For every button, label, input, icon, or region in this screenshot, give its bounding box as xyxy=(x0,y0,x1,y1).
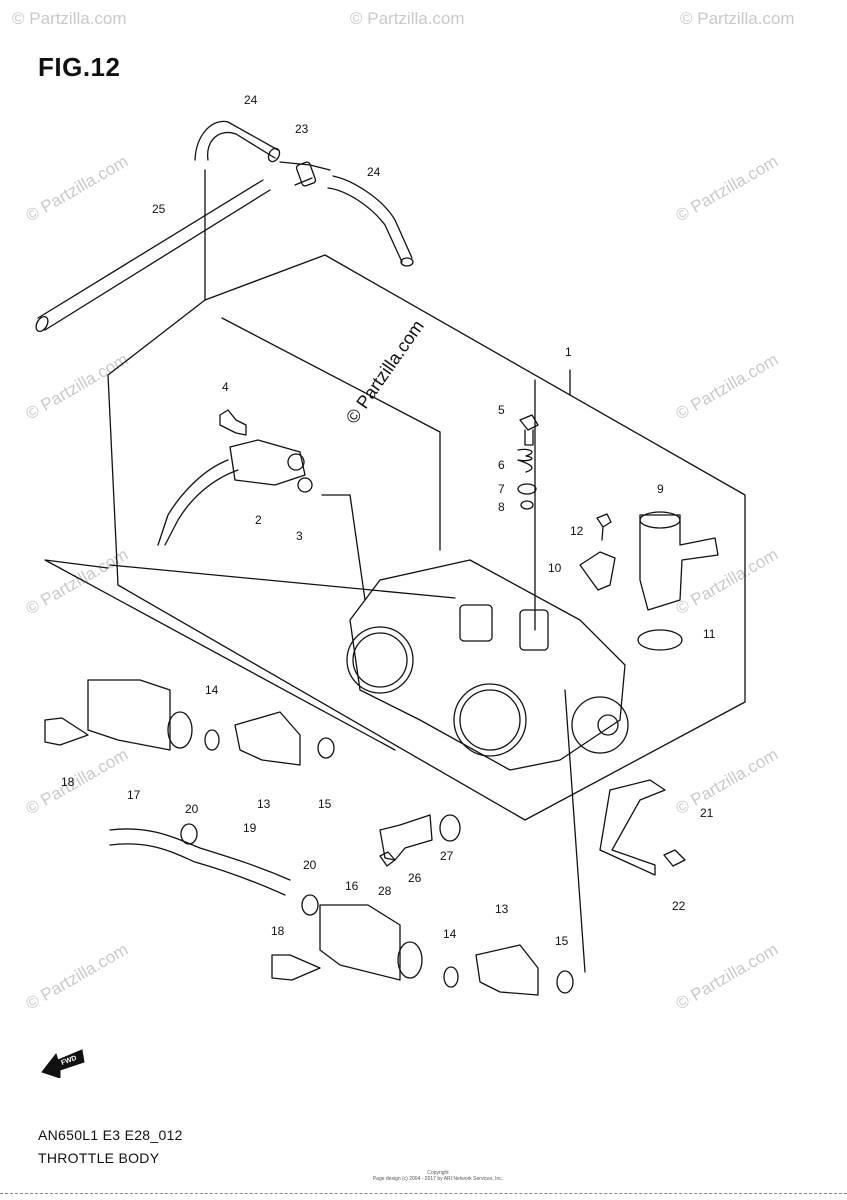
pipe-19 xyxy=(109,828,291,896)
watermark-center-text: © Partzilla.com xyxy=(342,316,428,427)
elbow-26 xyxy=(379,814,433,861)
watermark-text: © Partzilla.com xyxy=(680,9,795,28)
watermark-layer: © Partzilla.com © Partzilla.com © Partzi… xyxy=(12,9,795,1013)
injector-holder-16 xyxy=(319,904,401,981)
tee-joint-23 xyxy=(279,161,331,186)
callout-15: 15 xyxy=(318,797,332,811)
callout-22: 22 xyxy=(672,899,686,913)
hose-24-left xyxy=(194,120,279,301)
throttle-body-1 xyxy=(349,559,626,771)
sensor-part-2 xyxy=(229,439,306,486)
callout-9: 9 xyxy=(657,482,664,496)
callout-25: 25 xyxy=(152,202,166,216)
diagram-title: THROTTLE BODY xyxy=(38,1150,160,1166)
callout-11: 11 xyxy=(703,627,716,641)
callout-21: 21 xyxy=(700,806,714,820)
injector-holder-17 xyxy=(87,679,171,751)
screw-18 xyxy=(44,717,89,746)
copyright-line-2: Page design (c) 2004 - 2017 by ARI Netwo… xyxy=(372,1176,504,1182)
callout-15: 15 xyxy=(555,934,569,948)
callout-16: 16 xyxy=(345,879,359,893)
callout-10: 10 xyxy=(548,561,562,575)
assembly-outline xyxy=(107,254,746,821)
figure-label: FIG.12 xyxy=(38,52,121,82)
watermark-text: © Partzilla.com xyxy=(12,9,127,28)
callout-18: 18 xyxy=(61,775,75,789)
callout-26: 26 xyxy=(408,871,422,885)
callout-27: 27 xyxy=(440,849,454,863)
sensor-part-9 xyxy=(639,514,719,611)
watermark-text: © Partzilla.com xyxy=(350,9,465,28)
o-ring-11 xyxy=(637,629,683,651)
fwd-arrow-icon: FWD xyxy=(41,1049,85,1078)
callout-24: 24 xyxy=(367,165,381,179)
callout-14: 14 xyxy=(205,683,219,697)
injector-13-lower xyxy=(475,944,539,996)
screw-18-lower xyxy=(271,954,321,981)
hose-25 xyxy=(37,179,271,331)
callout-13: 13 xyxy=(257,797,271,811)
bracket-21 xyxy=(599,779,666,876)
injector-13 xyxy=(234,711,301,766)
model-code: AN650L1 E3 E28_012 xyxy=(38,1127,183,1143)
callout-4: 4 xyxy=(222,380,229,394)
callout-18: 18 xyxy=(271,924,285,938)
callout-5: 5 xyxy=(498,403,505,417)
copyright-line-1: Copyright xyxy=(427,1170,449,1176)
watermark-text: © Partzilla.com xyxy=(673,152,782,226)
callout-28: 28 xyxy=(378,884,392,898)
callout-2: 2 xyxy=(255,513,262,527)
watermark-text: © Partzilla.com xyxy=(23,545,132,619)
watermark-text: © Partzilla.com xyxy=(23,940,132,1014)
callout-3: 3 xyxy=(296,529,303,543)
callout-20: 20 xyxy=(185,802,199,816)
callout-8: 8 xyxy=(498,500,505,514)
watermark-text: © Partzilla.com xyxy=(673,350,782,424)
watermark-text: © Partzilla.com xyxy=(23,745,132,819)
callout-24: 24 xyxy=(244,93,258,107)
callout-19: 19 xyxy=(243,821,257,835)
callout-7: 7 xyxy=(498,482,505,496)
callout-14: 14 xyxy=(443,927,457,941)
copyright-notice: Copyright Page design (c) 2004 - 2017 by… xyxy=(368,1170,508,1182)
watermark-text: © Partzilla.com xyxy=(673,545,782,619)
callout-12: 12 xyxy=(570,524,584,538)
watermark-text: © Partzilla.com xyxy=(23,350,132,424)
watermark-text: © Partzilla.com xyxy=(23,152,132,226)
callout-6: 6 xyxy=(498,458,505,472)
watermark-text: © Partzilla.com xyxy=(673,745,782,819)
callout-1: 1 xyxy=(565,345,572,359)
divider xyxy=(0,1193,847,1194)
callout-layer: 24 23 24 25 1 4 5 6 7 8 2 3 9 12 10 11 1… xyxy=(61,93,716,948)
callout-13: 13 xyxy=(495,902,509,916)
callout-20: 20 xyxy=(303,858,317,872)
hose-24-right xyxy=(327,175,413,263)
callout-23: 23 xyxy=(295,122,309,136)
watermark-text: © Partzilla.com xyxy=(673,940,782,1014)
callout-17: 17 xyxy=(127,788,141,802)
